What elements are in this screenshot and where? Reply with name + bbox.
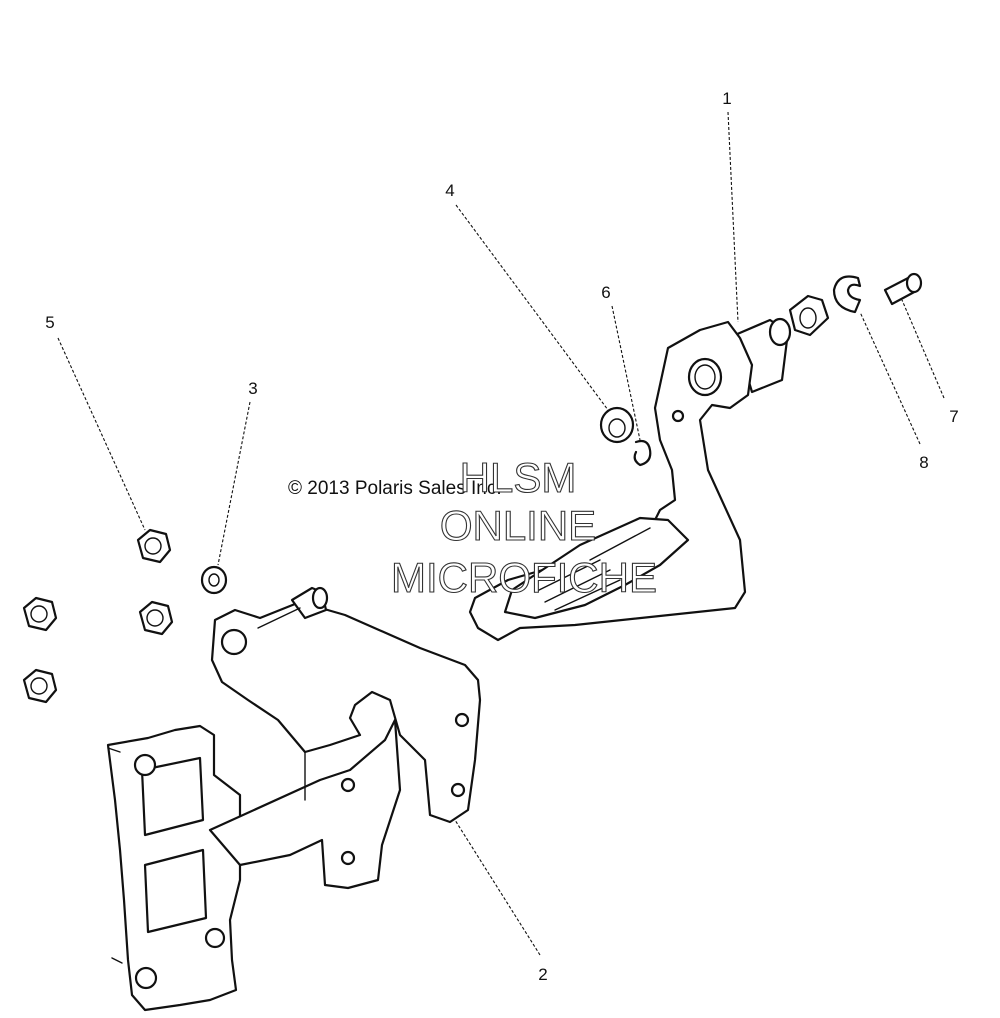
watermark-line-1: HLSM [460, 454, 577, 501]
callout-5[interactable]: 5 [45, 313, 54, 332]
leader-7 [901, 299, 945, 399]
nut-b [138, 600, 174, 636]
leader-3 [217, 401, 251, 566]
leader-5 [57, 337, 146, 531]
callout-2[interactable]: 2 [538, 965, 547, 984]
watermark-line-3: MICROFICHE [391, 554, 657, 601]
watermark: HLSM ONLINE MICROFICHE [390, 453, 657, 601]
watermark-line-2: ONLINE [440, 502, 596, 549]
callout-4[interactable]: 4 [445, 181, 454, 200]
callout-1[interactable]: 1 [722, 89, 731, 108]
copyright-notice: © 2013 Polaris Sales Inc. [288, 478, 502, 499]
part-3-washer[interactable] [200, 565, 228, 595]
part-1-brake-pedal[interactable] [468, 317, 792, 642]
leader-lines [57, 111, 945, 956]
callout-3[interactable]: 3 [248, 379, 257, 398]
part-6-clip[interactable] [633, 439, 652, 467]
callout-6[interactable]: 6 [601, 283, 610, 302]
leader-4 [455, 204, 609, 411]
part-5-nuts[interactable] [22, 528, 174, 704]
leader-2 [454, 819, 541, 956]
part-7-pin[interactable] [883, 272, 923, 306]
part-2-bracket[interactable] [106, 586, 482, 1012]
callout-8[interactable]: 8 [919, 453, 928, 472]
part-4-bushing[interactable] [599, 406, 635, 444]
callout-labels: 1 2 3 4 5 6 7 8 [45, 89, 958, 984]
pivot-bushing [788, 294, 830, 337]
leader-6 [611, 305, 641, 441]
part-8-e-clip[interactable] [832, 275, 862, 314]
nut-d [22, 668, 58, 704]
nut-a [136, 528, 172, 564]
leader-1 [727, 111, 739, 323]
callout-7[interactable]: 7 [949, 407, 958, 426]
nut-c [22, 596, 58, 632]
leader-8 [859, 311, 921, 445]
